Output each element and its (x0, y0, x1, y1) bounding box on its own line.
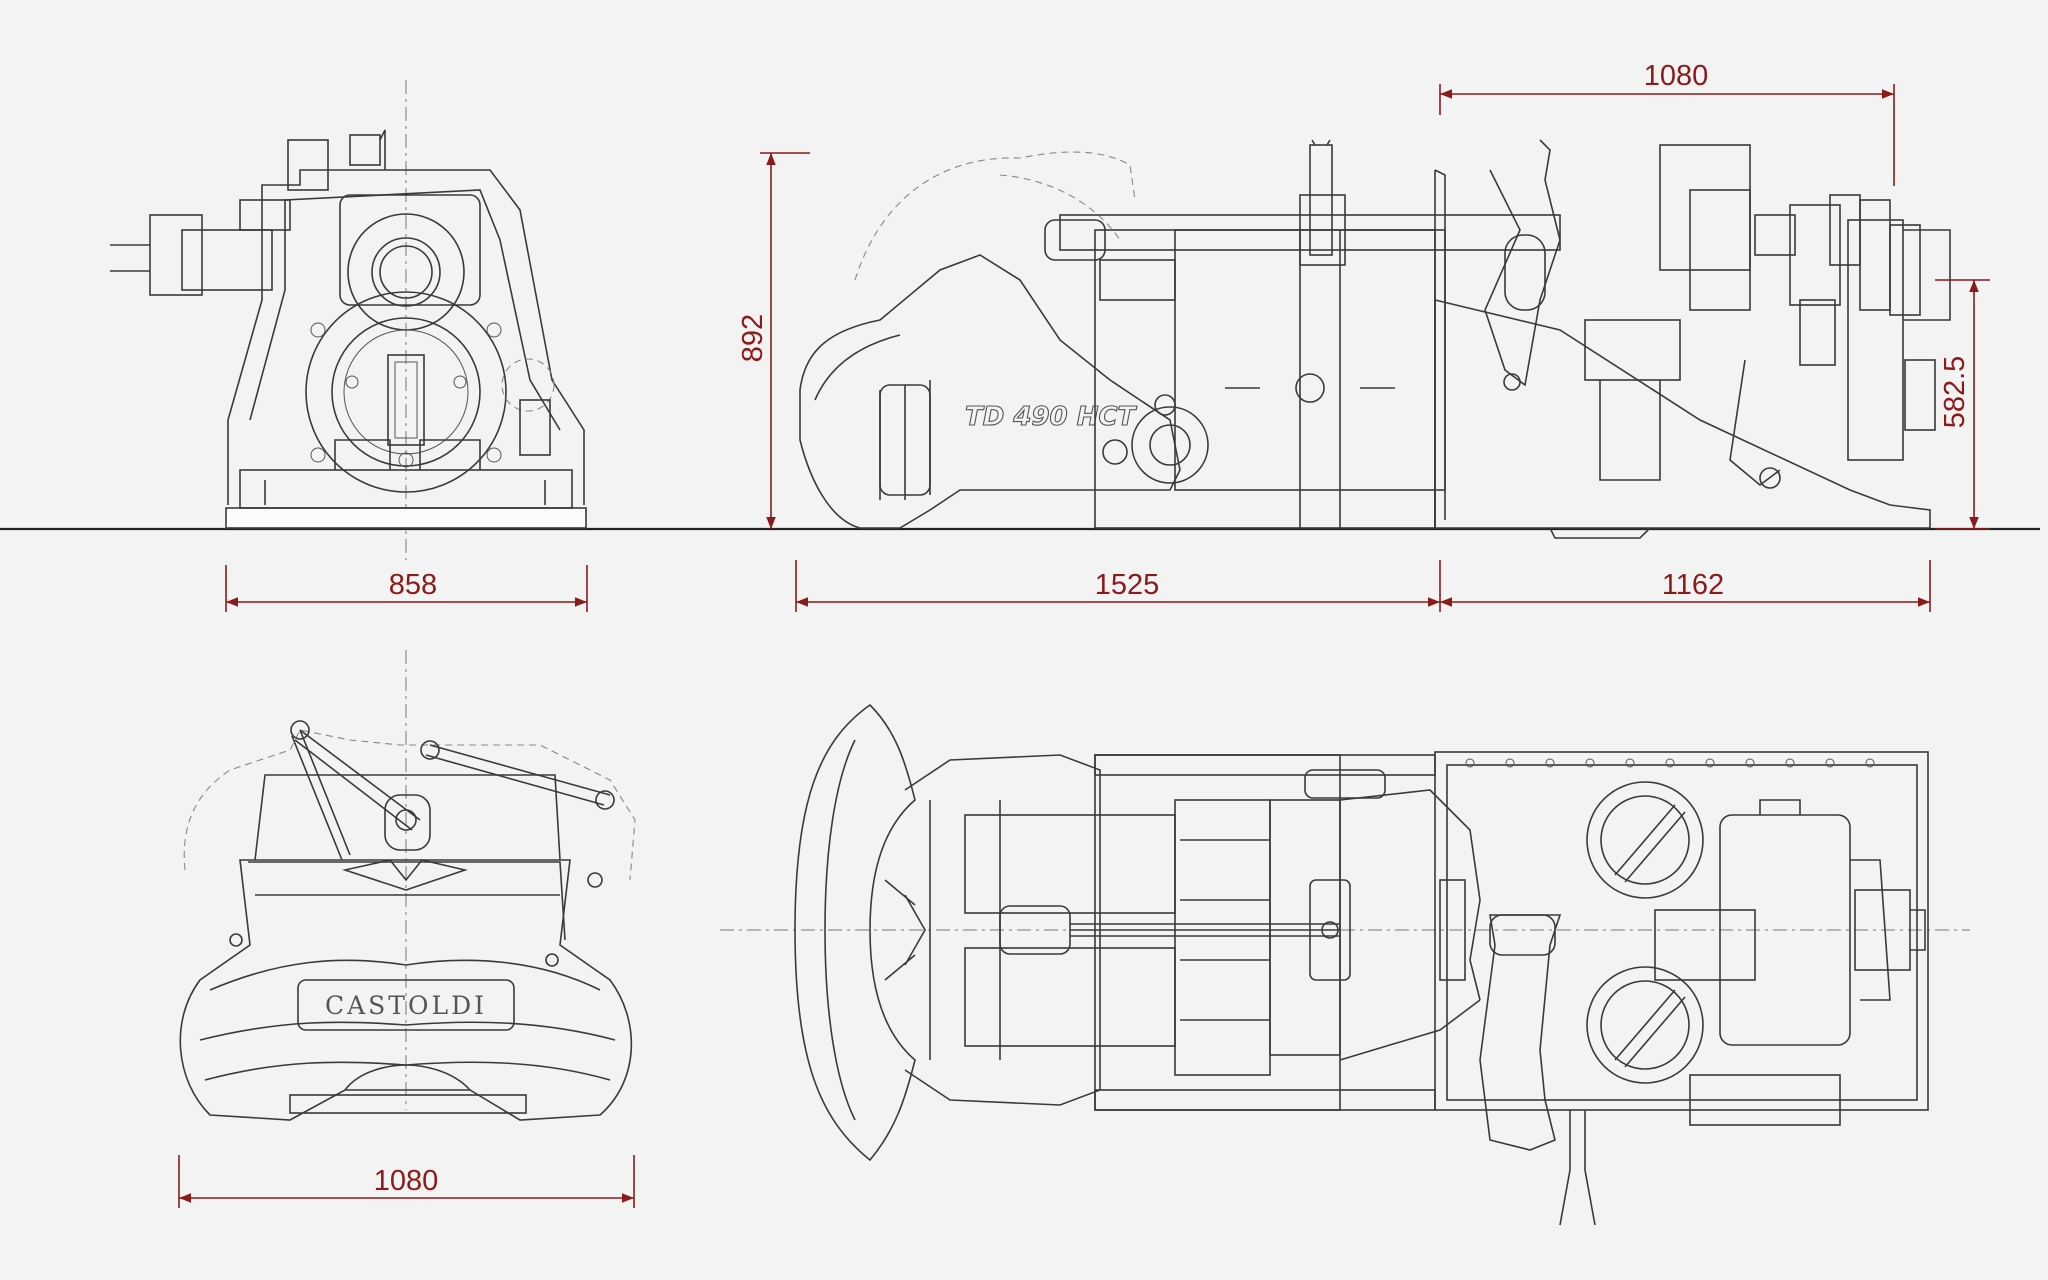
dim-top-length: 1080 (1644, 60, 1709, 92)
dim-side-length-2: 1162 (1662, 569, 1724, 601)
rear-view: CASTOLDI (179, 650, 636, 1121)
dim-side-height: 892 (737, 314, 769, 362)
front-view (110, 80, 587, 560)
dimensions: 858 892 1525 1162 1080 582.5 1080 (178, 60, 1990, 1208)
top-view (720, 703, 1970, 1226)
dim-side-length-1: 1525 (1095, 569, 1160, 601)
dim-axis-height: 582.5 (1939, 356, 1971, 429)
dim-front-width: 858 (389, 569, 437, 601)
brand-label: CASTOLDI (325, 991, 487, 1020)
model-label: TD 490 HCT (965, 402, 1138, 432)
side-view: TD 490 HCT (799, 139, 1951, 539)
dim-rear-width: 1080 (374, 1165, 439, 1197)
